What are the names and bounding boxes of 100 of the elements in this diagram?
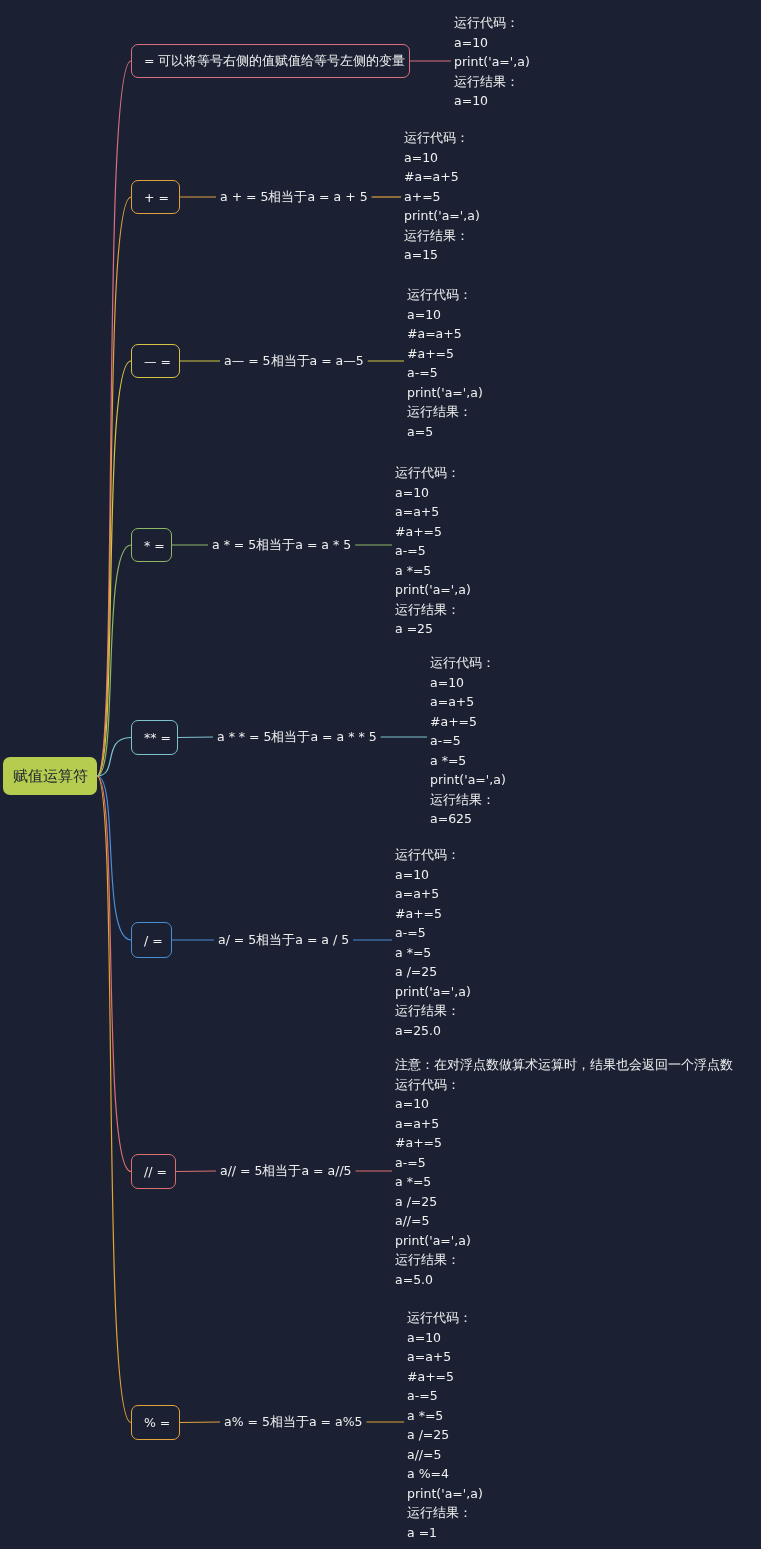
code-line: 运行代码：	[454, 14, 520, 32]
connector-line	[179, 360, 221, 362]
code-line: 运行代码：	[395, 464, 461, 482]
code-line: a//=5	[407, 1445, 443, 1464]
code-line: a=a+5	[395, 1114, 441, 1133]
topic-box: // =	[131, 1154, 176, 1189]
code-line: #a+=5	[430, 712, 479, 731]
code-line: a-=5	[395, 924, 427, 942]
code-line: a-=5	[407, 1387, 439, 1405]
code-line: #a+=5	[407, 344, 456, 363]
code-line: #a+=5	[395, 904, 444, 923]
connector-line	[96, 360, 132, 777]
code-line: a=10	[454, 33, 490, 52]
connector-line	[365, 1421, 405, 1423]
code-line: a=625	[430, 810, 473, 828]
code-line: a-=5	[395, 542, 427, 560]
code-line: 运行结果：	[395, 1251, 461, 1269]
code-line: 运行结果：	[430, 790, 496, 809]
code-line: a=25.0	[395, 1021, 442, 1040]
code-line: 运行结果：	[454, 72, 520, 91]
code-line: 运行结果：	[404, 226, 470, 245]
code-line: print('a=',a)	[404, 207, 480, 225]
code-line: 运行代码：	[404, 129, 470, 147]
code-line: a-=5	[407, 364, 439, 382]
code-line: a *=5	[395, 561, 433, 580]
topic-box: + =	[131, 180, 180, 214]
connector-line	[380, 736, 428, 738]
description-text: a * * = 5相当于a = a * * 5	[213, 727, 381, 747]
description-text: a * = 5相当于a = a * 5	[208, 535, 356, 555]
connector-line	[371, 196, 402, 198]
code-line: 运行代码：	[407, 1309, 473, 1327]
code-line: 注意：在对浮点数做算术运算时，结果也会返回一个浮点数	[395, 1056, 733, 1074]
code-line: a *=5	[395, 1173, 433, 1191]
code-line: 运行结果：	[395, 1002, 461, 1020]
code-line: #a=a+5	[407, 325, 463, 343]
code-line: print('a=',a)	[454, 53, 530, 71]
connector-line	[175, 1170, 217, 1173]
connector-line	[179, 1421, 221, 1424]
topic-box: % =	[131, 1405, 180, 1440]
code-line: a *=5	[430, 751, 468, 770]
topic-box: — =	[131, 344, 180, 378]
code-line: print('a=',a)	[407, 1484, 483, 1503]
code-line: print('a=',a)	[407, 383, 483, 402]
code-line: a=5	[407, 422, 435, 441]
code-line: a=a+5	[395, 503, 441, 521]
code-line: 运行结果：	[407, 403, 473, 421]
description-text: a% = 5相当于a = a%5	[220, 1412, 367, 1432]
code-line: a /=25	[407, 1426, 451, 1444]
connector-line	[96, 775, 132, 1173]
root-topic-box: 赋值运算符	[3, 757, 97, 795]
code-line: print('a=',a)	[395, 1231, 472, 1250]
connector-line	[352, 939, 393, 941]
code-line: 运行结果：	[395, 600, 461, 619]
code-line: a=a+5	[407, 1348, 453, 1366]
connector-line	[96, 775, 132, 1424]
code-line: a=10	[395, 483, 431, 502]
description-text: a// = 5相当于a = a//5	[216, 1161, 356, 1181]
topic-box: / =	[131, 922, 172, 958]
code-line: print('a=',a)	[395, 581, 471, 599]
connector-line	[179, 196, 217, 198]
code-line: #a+=5	[407, 1367, 456, 1386]
connector-line	[171, 544, 209, 546]
code-line: a=10	[404, 148, 440, 167]
description-text: a + = 5相当于a = a + 5	[216, 187, 372, 207]
code-line: a /=25	[395, 963, 439, 981]
code-line: a =1	[407, 1523, 439, 1542]
code-line: a-=5	[395, 1153, 427, 1172]
code-line: #a+=5	[395, 522, 444, 541]
code-line: a+=5	[404, 187, 442, 206]
code-line: a *=5	[395, 943, 433, 962]
code-line: a=10	[407, 1328, 443, 1347]
code-line: a *=5	[407, 1406, 445, 1425]
code-line: a=10	[395, 1095, 431, 1113]
connector-line	[171, 939, 215, 941]
code-line: a=10	[407, 305, 443, 324]
code-line: 运行代码：	[395, 846, 461, 864]
topic-box: ** =	[131, 720, 178, 755]
code-line: a=5.0	[395, 1270, 434, 1289]
code-line: 运行代码：	[395, 1075, 461, 1094]
code-line: print('a=',a)	[430, 771, 506, 789]
connector-line	[96, 775, 132, 941]
code-line: #a=a+5	[404, 168, 460, 186]
connector-line	[354, 544, 393, 546]
code-line: a=15	[404, 246, 440, 264]
code-line: 运行代码：	[430, 654, 496, 672]
description-text: a/ = 5相当于a = a / 5	[214, 930, 354, 950]
code-line: a /=25	[395, 1192, 439, 1211]
description-text: a— = 5相当于a = a—5	[220, 351, 368, 371]
topic-box: = 可以将等号右侧的值赋值给等号左侧的变量	[131, 44, 410, 78]
code-line: 运行代码：	[407, 286, 473, 304]
code-line: a=10	[395, 865, 431, 884]
connector-line	[96, 544, 132, 777]
code-line: a-=5	[430, 732, 462, 750]
code-line: a=10	[430, 673, 466, 692]
code-line: a=a+5	[430, 693, 476, 711]
code-line: 运行结果：	[407, 1504, 473, 1522]
code-line: a=a+5	[395, 885, 441, 903]
connector-line	[96, 736, 132, 777]
code-line: a %=4	[407, 1465, 450, 1483]
code-line: a//=5	[395, 1212, 431, 1230]
